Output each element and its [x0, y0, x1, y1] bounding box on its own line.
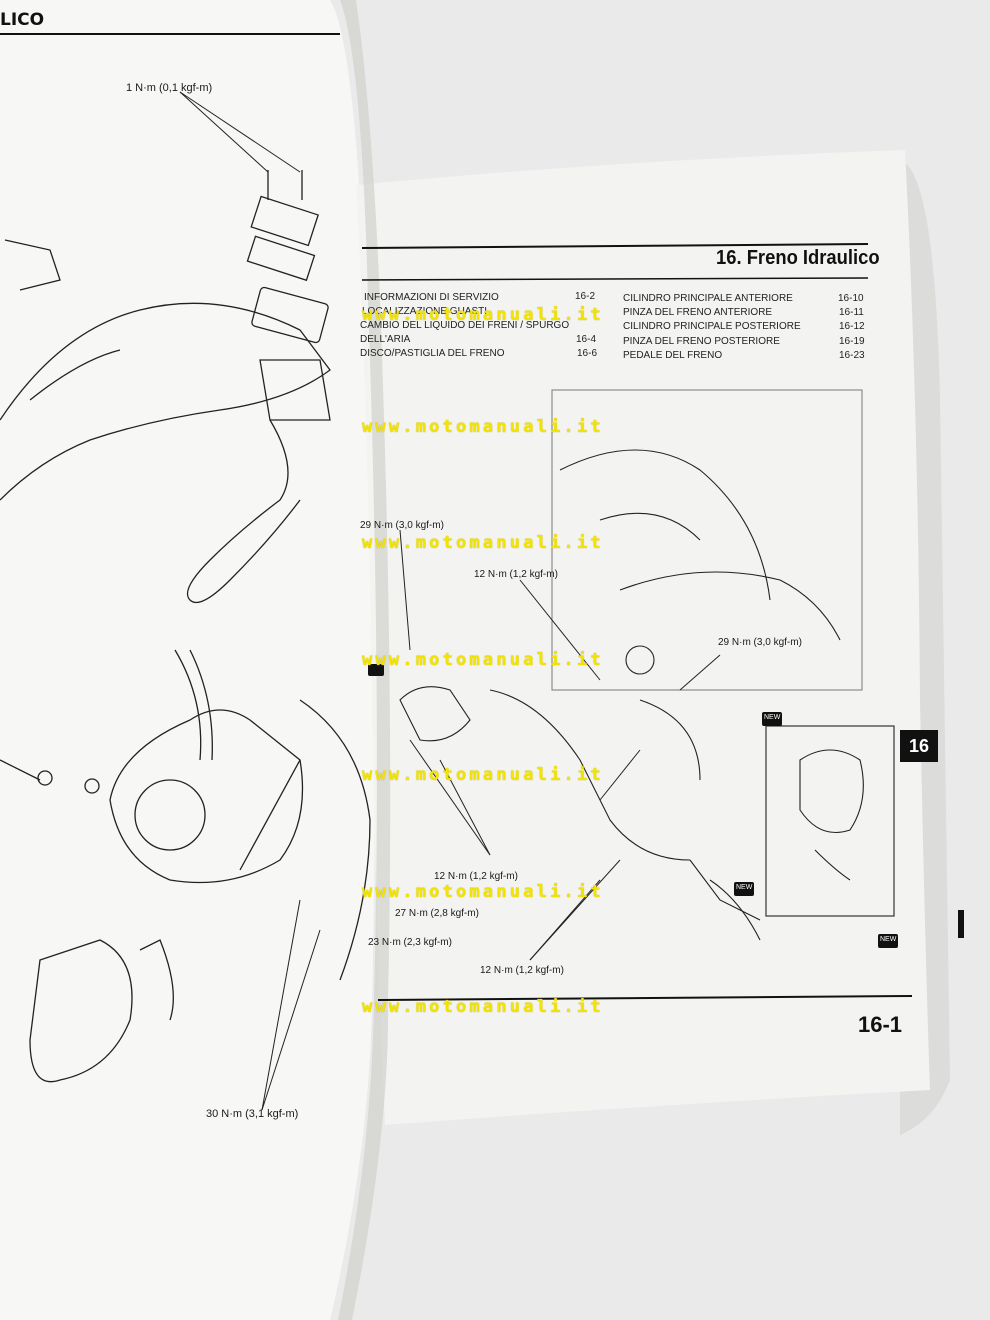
master-cylinder-drawing [0, 170, 331, 604]
watermark-text: www.motomanuali.it [362, 650, 604, 670]
torque-label: 12 N·m (1,2 kgf-m) [474, 569, 558, 580]
inset-frame [765, 725, 895, 917]
new-badge: NEW [764, 714, 781, 721]
torque-label: 29 N·m (3,0 kgf-m) [718, 637, 802, 648]
toc-right-page: 16-23 [839, 350, 865, 361]
torque-label: 1 N·m (0,1 kgf-m) [126, 82, 213, 94]
toc-label: DELL'ARIA [360, 334, 411, 345]
watermark-text: www.motomanuali.it [362, 882, 604, 902]
right-header-rule-2 [361, 277, 869, 281]
toc-right-item[interactable]: CILINDRO PRINCIPALE ANTERIORE [623, 293, 793, 304]
toc-right-item[interactable]: CILINDRO PRINCIPALE POSTERIORE [623, 321, 801, 332]
toc-right-page: 16-10 [838, 293, 864, 304]
toc-label: DISCO/PASTIGLIA DEL FRENO [360, 348, 505, 359]
toc-label: INFORMAZIONI DI SERVIZIO [364, 292, 499, 303]
gutter-shadow [338, 0, 391, 1320]
toc-right-item[interactable]: PINZA DEL FRENO ANTERIORE [623, 307, 773, 318]
torque-label: 27 N·m (2,8 kgf-m) [395, 908, 479, 919]
toc-left-item[interactable]: CAMBIO DEL LIQUIDO DEI FRENI / SPURGO [360, 320, 569, 331]
torque-label: 23 N·m (2,3 kgf-m) [368, 937, 452, 948]
rear-brake-drawing [399, 449, 864, 941]
torque-label: 30 N·m (3,1 kgf-m) [206, 1108, 299, 1120]
toc-right-item[interactable]: PEDALE DEL FRENO [623, 350, 723, 361]
watermark-text: www.motomanuali.it [362, 765, 604, 785]
toc-left-item[interactable]: INFORMAZIONI DI SERVIZIO [364, 292, 499, 303]
new-badge: NEW [880, 936, 897, 943]
toc-right-page: 16-19 [839, 336, 865, 347]
chapter-title: 16. Freno Idraulico [716, 247, 880, 269]
toc-label: CAMBIO DEL LIQUIDO DEI FRENI / SPURGO [360, 320, 570, 331]
toc-left-page: 16-2 [575, 291, 596, 302]
page-number: 16-1 [858, 1012, 903, 1037]
margin-marker [958, 910, 964, 938]
right-leader-lines [399, 529, 721, 961]
toc-left-item[interactable]: DISCO/PASTIGLIA DEL FRENO [360, 348, 504, 359]
watermark-text: www.motomanuali.it [362, 305, 604, 325]
watermark-text: www.motomanuali.it [362, 997, 604, 1017]
torque-label: 29 N·m (3,0 kgf-m) [360, 520, 444, 531]
toc-left-item[interactable]: DELL'ARIA [360, 334, 410, 345]
right-header-rule [361, 243, 869, 249]
left-header-text: LICO [0, 10, 45, 30]
toc-left-page: 16-6 [577, 348, 598, 359]
right-footer-rule [377, 995, 913, 1001]
right-page [356, 150, 930, 1125]
torque-label: 12 N·m (1,2 kgf-m) [434, 871, 518, 882]
torque-label: 12 N·m (1,2 kgf-m) [480, 965, 564, 976]
new-badge: NEW [736, 884, 753, 891]
toc-right-page: 16-11 [839, 307, 864, 318]
toc-left-item[interactable]: LOCALIZZAZIONE GUASTI [362, 306, 487, 317]
new-badges [368, 664, 898, 948]
caliper-drawing [0, 649, 371, 1083]
toc-left-page: 16-4 [576, 334, 597, 345]
section-tab[interactable]: 16 [900, 730, 938, 762]
toc-right-item[interactable]: PINZA DEL FRENO POSTERIORE [623, 336, 780, 347]
diagram-frame [551, 389, 863, 691]
toc-label: LOCALIZZAZIONE GUASTI [362, 306, 488, 317]
watermark-text: www.motomanuali.it [362, 533, 604, 553]
watermark-text: www.motomanuali.it [362, 417, 604, 437]
toc-right-page: 16-12 [839, 321, 865, 332]
left-page [0, 0, 375, 1320]
left-leader-lines [179, 91, 321, 1111]
